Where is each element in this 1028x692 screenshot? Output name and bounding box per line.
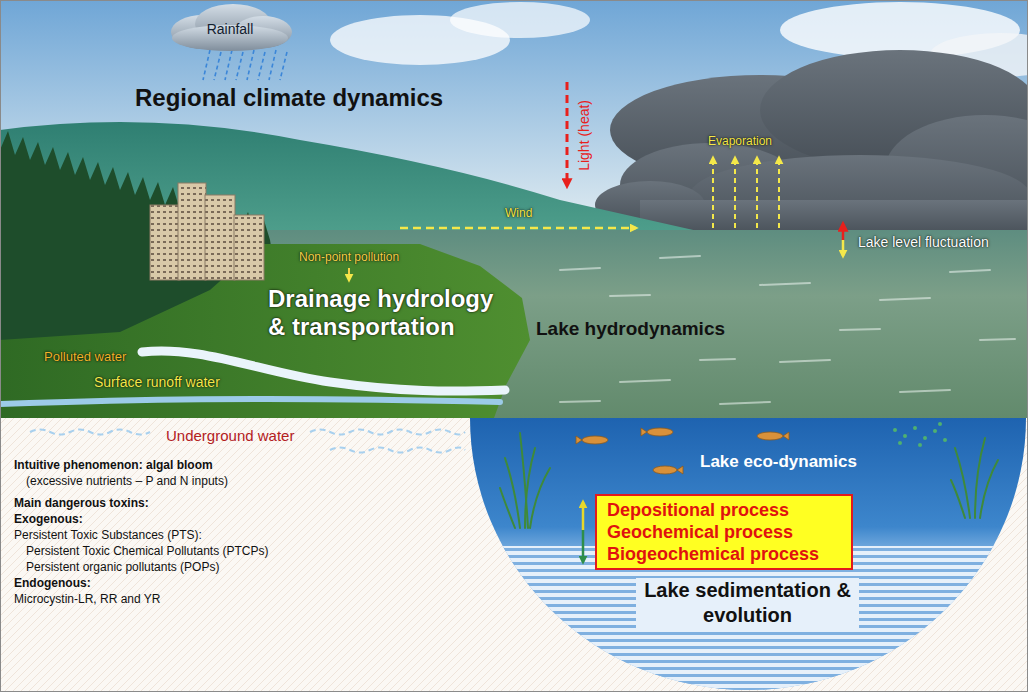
region-title: Lake hydrodynamics xyxy=(536,318,725,341)
lake-level-arrow xyxy=(842,224,845,256)
region-title: Regional climate dynamics xyxy=(135,84,443,113)
arrow-label: Wind xyxy=(505,206,532,220)
arrow-label: Evaporation xyxy=(708,134,772,148)
process-label: Biogeochemical process xyxy=(607,543,819,565)
buildings xyxy=(150,183,264,280)
process-label: Geochemical process xyxy=(607,521,793,543)
farmland xyxy=(0,244,530,418)
process-label: Depositional process xyxy=(607,499,789,521)
zone-title: Lake sedimentation & evolution xyxy=(636,578,859,628)
water-label: Surface runoff water xyxy=(94,374,220,391)
wind-arrow xyxy=(400,228,636,229)
region-title: Drainage hydrology & transportation xyxy=(268,285,508,341)
rain xyxy=(203,50,287,80)
note-text: Persistent Toxic Chemical Pollutants (PT… xyxy=(26,543,269,559)
storm-clouds xyxy=(595,50,1028,236)
water-label: Polluted water xyxy=(44,349,126,365)
evaporation-arrows xyxy=(713,158,779,228)
note-text: Persistent organic pollutants (POPs) xyxy=(26,559,219,575)
note-text: Microcystin-LR, RR and YR xyxy=(14,591,160,607)
cloud-label: Rainfall xyxy=(207,21,254,38)
note-text: (excessive nutrients – P and N inputs) xyxy=(26,473,228,489)
arrow-label: Light (heat) xyxy=(576,100,593,171)
note-text: Endogenous: xyxy=(14,575,91,591)
algae-dots xyxy=(893,422,947,447)
zone-title: Lake eco-dynamics xyxy=(700,452,857,472)
water-label: Underground water xyxy=(166,427,294,445)
rain-cloud: Rainfall xyxy=(165,2,295,52)
pollution-arrow xyxy=(349,268,350,280)
ground-section xyxy=(0,418,1028,692)
lake-basin: Lake eco-dynamicsLake sedimentation & ev… xyxy=(470,418,1026,690)
process-box: Depositional processGeochemical processB… xyxy=(595,494,853,570)
note-text: Intuitive phenomenon: algal bloom xyxy=(14,457,213,473)
note-text: Persistent Toxic Substances (PTS): xyxy=(14,527,202,543)
arrow-label: Non-point pollution xyxy=(299,250,399,264)
reeds xyxy=(500,433,998,528)
light-arrow xyxy=(567,82,568,186)
exchange-arrow xyxy=(582,502,585,562)
note-text: Exogenous: xyxy=(14,511,83,527)
note-text: Main dangerous toxins: xyxy=(14,495,149,511)
arrow-label: Lake level fluctuation xyxy=(858,234,989,251)
